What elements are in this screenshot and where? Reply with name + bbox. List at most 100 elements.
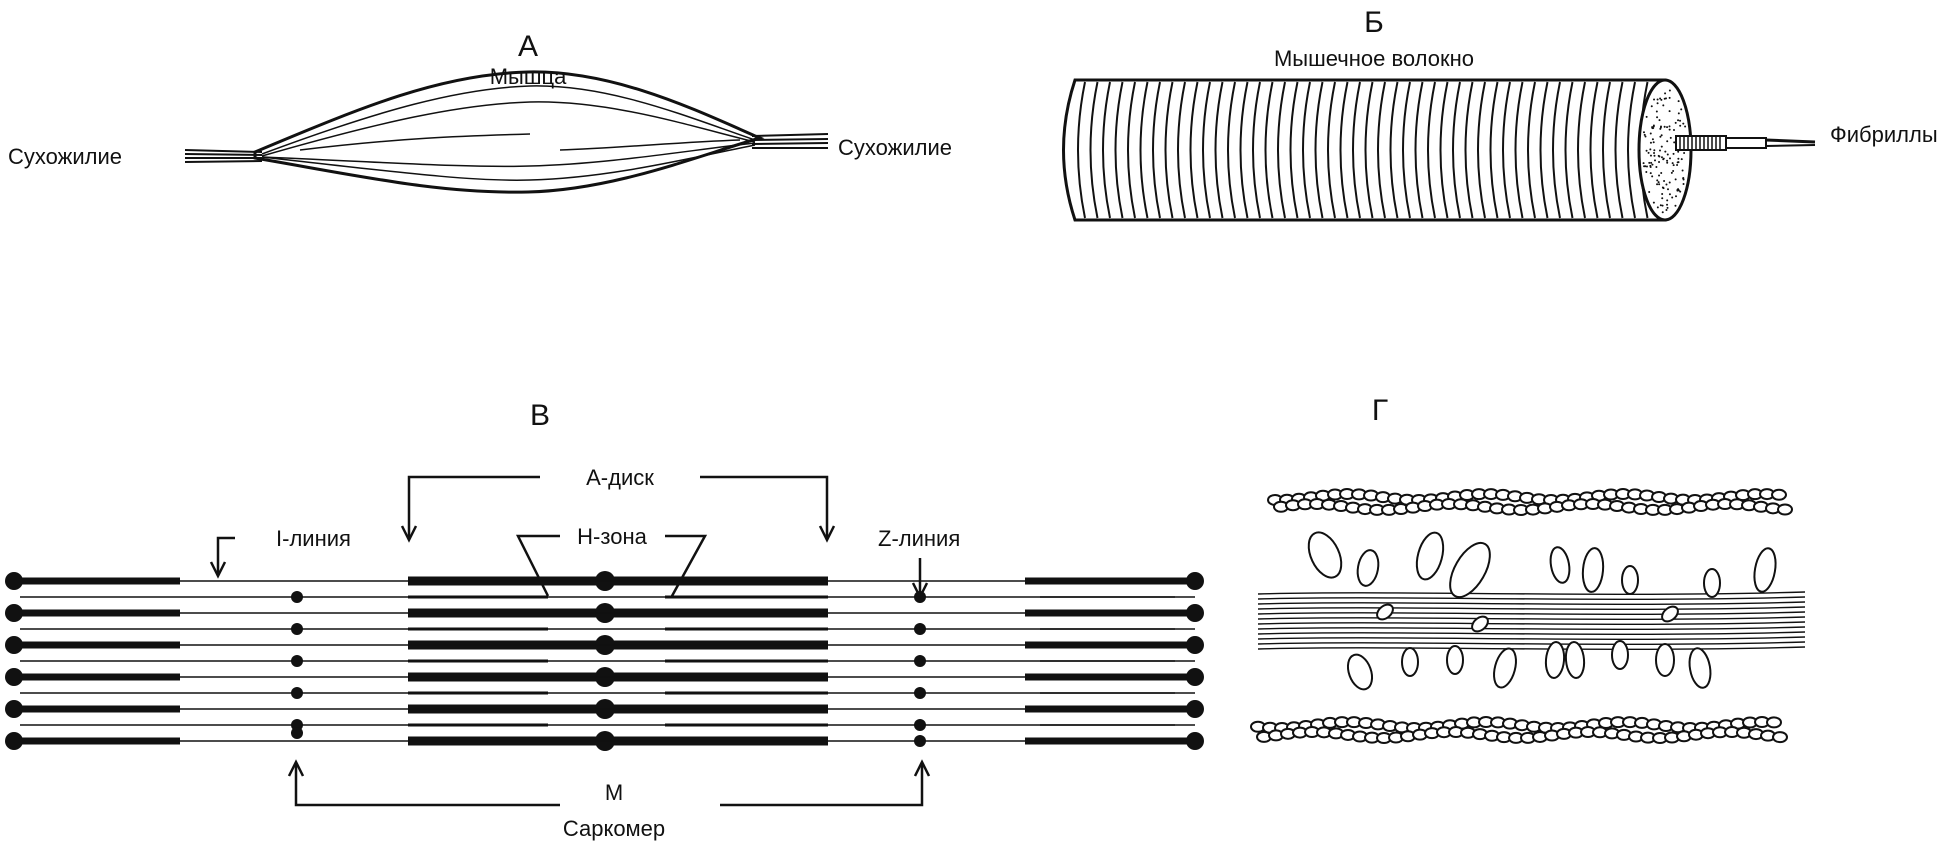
stipple-dot <box>1664 92 1667 95</box>
muscle-fiber-label: Мышечное волокно <box>1274 46 1474 71</box>
stipple-dot <box>1680 158 1683 161</box>
myosin-strand <box>1257 606 1806 611</box>
panel-v: В А-диск I-линия Н-зона Z-линия <box>5 399 1204 841</box>
z-disk-dot-left <box>5 732 23 750</box>
stipple-dot <box>1661 192 1664 195</box>
myosin-heads <box>1307 531 1777 691</box>
myosin-head <box>1544 641 1566 679</box>
stipple-dot <box>1649 148 1652 151</box>
z-line-dot <box>914 655 926 667</box>
stipple-dot <box>1663 125 1666 128</box>
tendon-right-label: Сухожилие <box>838 135 952 160</box>
stipple-dot <box>1651 175 1654 178</box>
striation-line <box>1239 81 1249 219</box>
striation-line <box>1189 81 1199 219</box>
stipple-dot <box>1658 174 1661 177</box>
stipple-dot <box>1649 166 1652 169</box>
myosin-head <box>1549 546 1571 584</box>
stipple-dot <box>1664 150 1667 153</box>
stipple-dot <box>1665 209 1668 212</box>
panel-g-letter: Г <box>1372 394 1388 427</box>
stipple-dot <box>1642 131 1645 134</box>
striation-line <box>1439 81 1449 219</box>
striation-line <box>1552 81 1561 219</box>
myosin-head <box>1621 565 1639 595</box>
stipple-dot <box>1660 172 1663 175</box>
stipple-dot <box>1676 188 1679 191</box>
fiber-striations <box>1077 81 1649 219</box>
stipple-dot <box>1668 128 1671 131</box>
stipple-dot <box>1677 119 1680 122</box>
z-disk-dot-left <box>5 604 23 622</box>
stipple-dot <box>1674 121 1677 124</box>
striation-line <box>1477 81 1486 219</box>
panel-b-letter: Б <box>1364 6 1384 39</box>
stipple-dot <box>1643 133 1646 136</box>
stipple-dot <box>1651 163 1654 166</box>
striation-line <box>1127 81 1136 219</box>
stipple-dot <box>1649 172 1652 175</box>
myosin-head <box>1356 549 1380 587</box>
striation-line <box>1627 81 1636 219</box>
stipple-dot <box>1649 141 1652 144</box>
stipple-dot <box>1661 204 1664 207</box>
stipple-dot <box>1665 183 1668 186</box>
striation-line <box>1164 81 1174 219</box>
myosin-head <box>1446 645 1464 675</box>
stipple-dot <box>1670 171 1673 174</box>
striation-line <box>1414 81 1424 219</box>
stipple-dot <box>1680 108 1683 111</box>
stipple-dot <box>1673 141 1676 144</box>
panel-g: Г <box>1250 394 1806 744</box>
stipple-dot <box>1666 159 1669 162</box>
myosin-strand <box>1257 611 1806 616</box>
myosin-head-bound <box>1661 605 1679 623</box>
stipple-dot <box>1682 176 1685 179</box>
myosin-head <box>1688 647 1712 689</box>
stipple-dot <box>1668 157 1671 160</box>
striation-line <box>1252 81 1261 219</box>
myosin-strand <box>1257 616 1806 621</box>
myosin-head-bound <box>1471 615 1489 633</box>
left-tendon <box>184 149 263 163</box>
z-disk-dot-left <box>5 668 23 686</box>
stipple-dot <box>1671 196 1674 199</box>
stipple-dot <box>1658 155 1661 158</box>
striation-line <box>1139 81 1149 219</box>
z-line-dot <box>914 735 926 747</box>
striation-line <box>1589 81 1599 219</box>
stipple-dot <box>1677 112 1680 115</box>
stipple-dot <box>1674 178 1677 181</box>
stipple-dot <box>1668 110 1671 113</box>
myosin-strand <box>1257 596 1806 601</box>
i-line-dot <box>291 727 303 739</box>
stipple-dot <box>1661 211 1664 214</box>
striation-line <box>1614 81 1624 219</box>
a-disk-bracket <box>400 475 836 543</box>
striation-line <box>1302 81 1311 219</box>
muscle-belly <box>253 70 765 194</box>
striation-line <box>1539 81 1549 219</box>
h-zone-pointer <box>515 534 708 597</box>
stipple-dot <box>1659 127 1662 130</box>
stipple-dot <box>1660 145 1663 148</box>
panel-a: А Мышца Сухожилие Сухожилие <box>8 30 952 194</box>
protruding-fibrils <box>1675 135 1816 151</box>
stipple-dot <box>1661 186 1664 189</box>
stipple-dot <box>1656 206 1659 209</box>
z-line-dot <box>914 719 926 731</box>
stipple-dot <box>1672 129 1675 132</box>
muscle-drawing <box>184 70 829 194</box>
striation-line <box>1152 81 1161 219</box>
stipple-dot <box>1658 161 1661 164</box>
stipple-dot <box>1656 183 1659 186</box>
stipple-dot <box>1655 166 1658 169</box>
stipple-dot <box>1666 203 1669 206</box>
end-face-stipple <box>1642 89 1687 214</box>
striation-line <box>1102 81 1111 219</box>
z-disk-dot-left <box>5 572 23 590</box>
stipple-dot <box>1659 97 1662 100</box>
myosin-head <box>1493 647 1517 689</box>
myosin-head <box>1753 547 1777 593</box>
z-disk-dot-right <box>1186 700 1204 718</box>
